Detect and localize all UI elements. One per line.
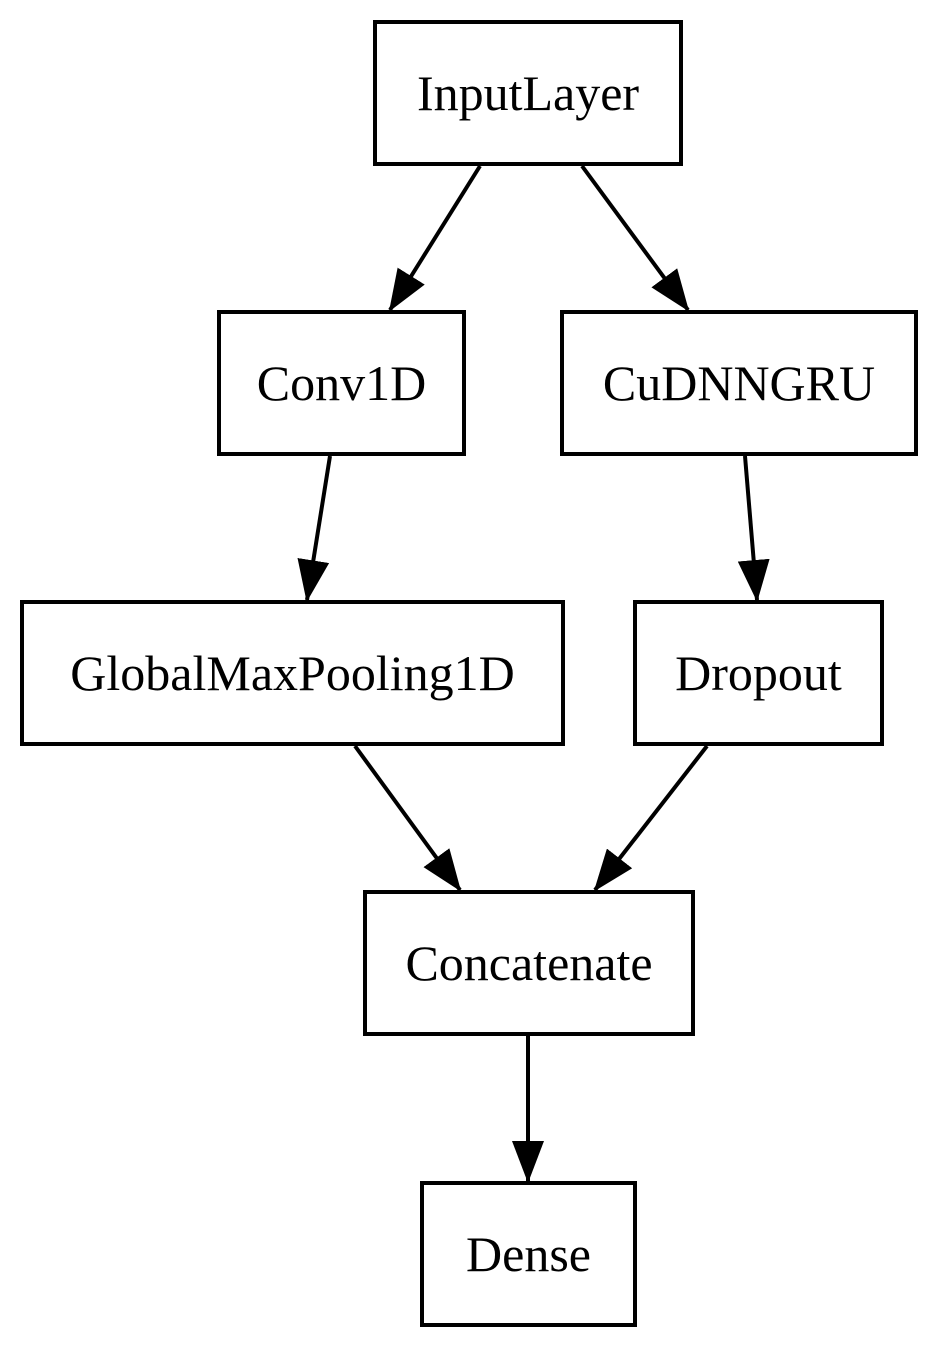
node-conv1d-label: Conv1D (256, 355, 427, 411)
node-concatenate: Concatenate (363, 890, 695, 1036)
edge-inputlayer-to-conv1d (388, 164, 482, 312)
edge-globalmaxpooling1d-to-concatenate (353, 744, 462, 892)
node-globalmaxpooling1d: GlobalMaxPooling1D (20, 600, 565, 746)
node-cudnngru: CuDNNGRU (560, 310, 918, 456)
edge-dropout-to-concatenate (593, 744, 709, 892)
node-inputlayer-label: InputLayer (416, 65, 640, 121)
node-cudnngru-label: CuDNNGRU (602, 355, 876, 411)
node-dense-label: Dense (466, 1226, 591, 1282)
edge-cudnngru-to-dropout (737, 455, 770, 602)
node-inputlayer: InputLayer (373, 20, 683, 166)
node-dropout-label: Dropout (675, 645, 842, 701)
node-globalmaxpooling1d-label: GlobalMaxPooling1D (70, 645, 515, 701)
node-concatenate-label: Concatenate (405, 935, 653, 991)
edge-conv1d-to-globalmaxpooling1d (297, 455, 332, 602)
node-dense: Dense (420, 1181, 637, 1327)
node-conv1d: Conv1D (217, 310, 466, 456)
node-dropout: Dropout (633, 600, 884, 746)
edge-inputlayer-to-cudnngru (580, 164, 690, 312)
